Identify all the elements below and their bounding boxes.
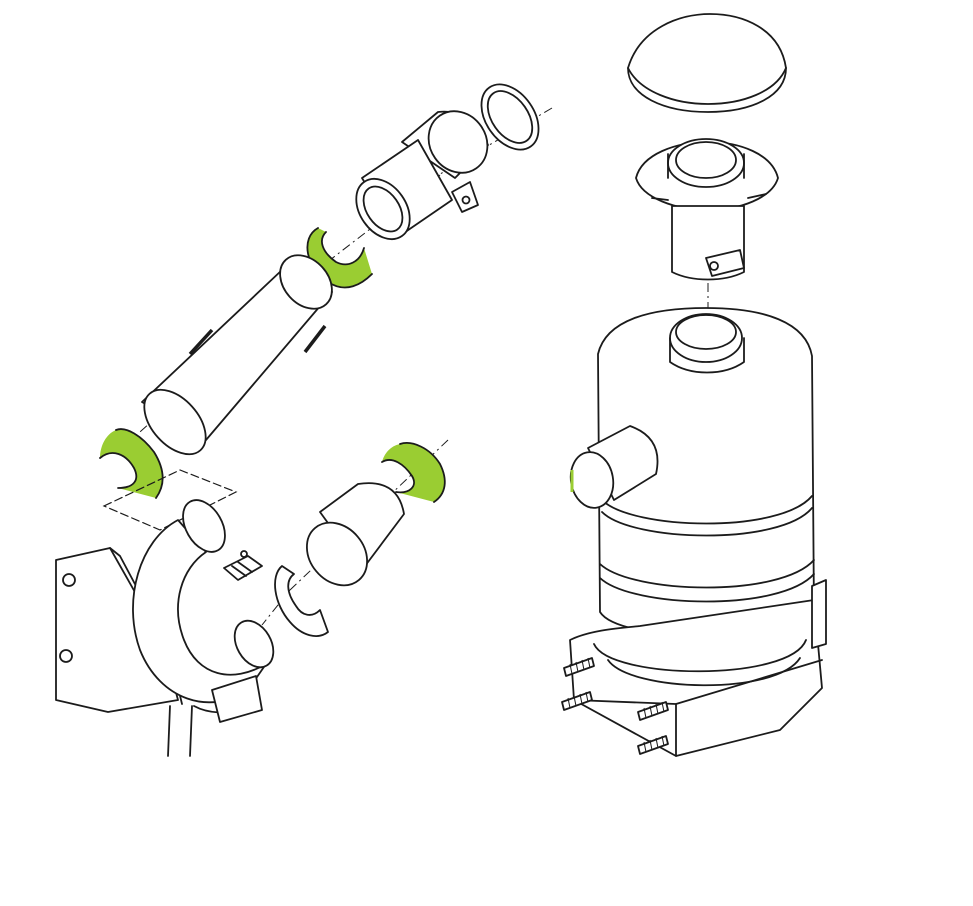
hose-clamp-open bbox=[274, 565, 329, 637]
hose-clamp-lower bbox=[381, 442, 446, 503]
air-cleaner-canister bbox=[569, 307, 815, 638]
section-outline bbox=[102, 469, 238, 531]
mounting-studs bbox=[561, 657, 669, 755]
inlet-elbow-fitting bbox=[355, 110, 489, 240]
stud-3 bbox=[637, 701, 669, 721]
pre-cleaner-tube bbox=[635, 138, 779, 281]
pipe-clip bbox=[223, 550, 263, 581]
short-hose bbox=[306, 482, 405, 587]
hose-clamp-middle bbox=[99, 428, 164, 499]
u-bend-pipe bbox=[132, 499, 275, 757]
air-cleaner-base bbox=[569, 579, 827, 757]
stud-2 bbox=[561, 691, 593, 711]
flexible-hose bbox=[141, 254, 333, 456]
air-cleaner-cap bbox=[627, 13, 787, 113]
stud-1 bbox=[563, 657, 595, 677]
stud-4 bbox=[637, 735, 669, 755]
flange-seal-ring bbox=[480, 83, 540, 151]
